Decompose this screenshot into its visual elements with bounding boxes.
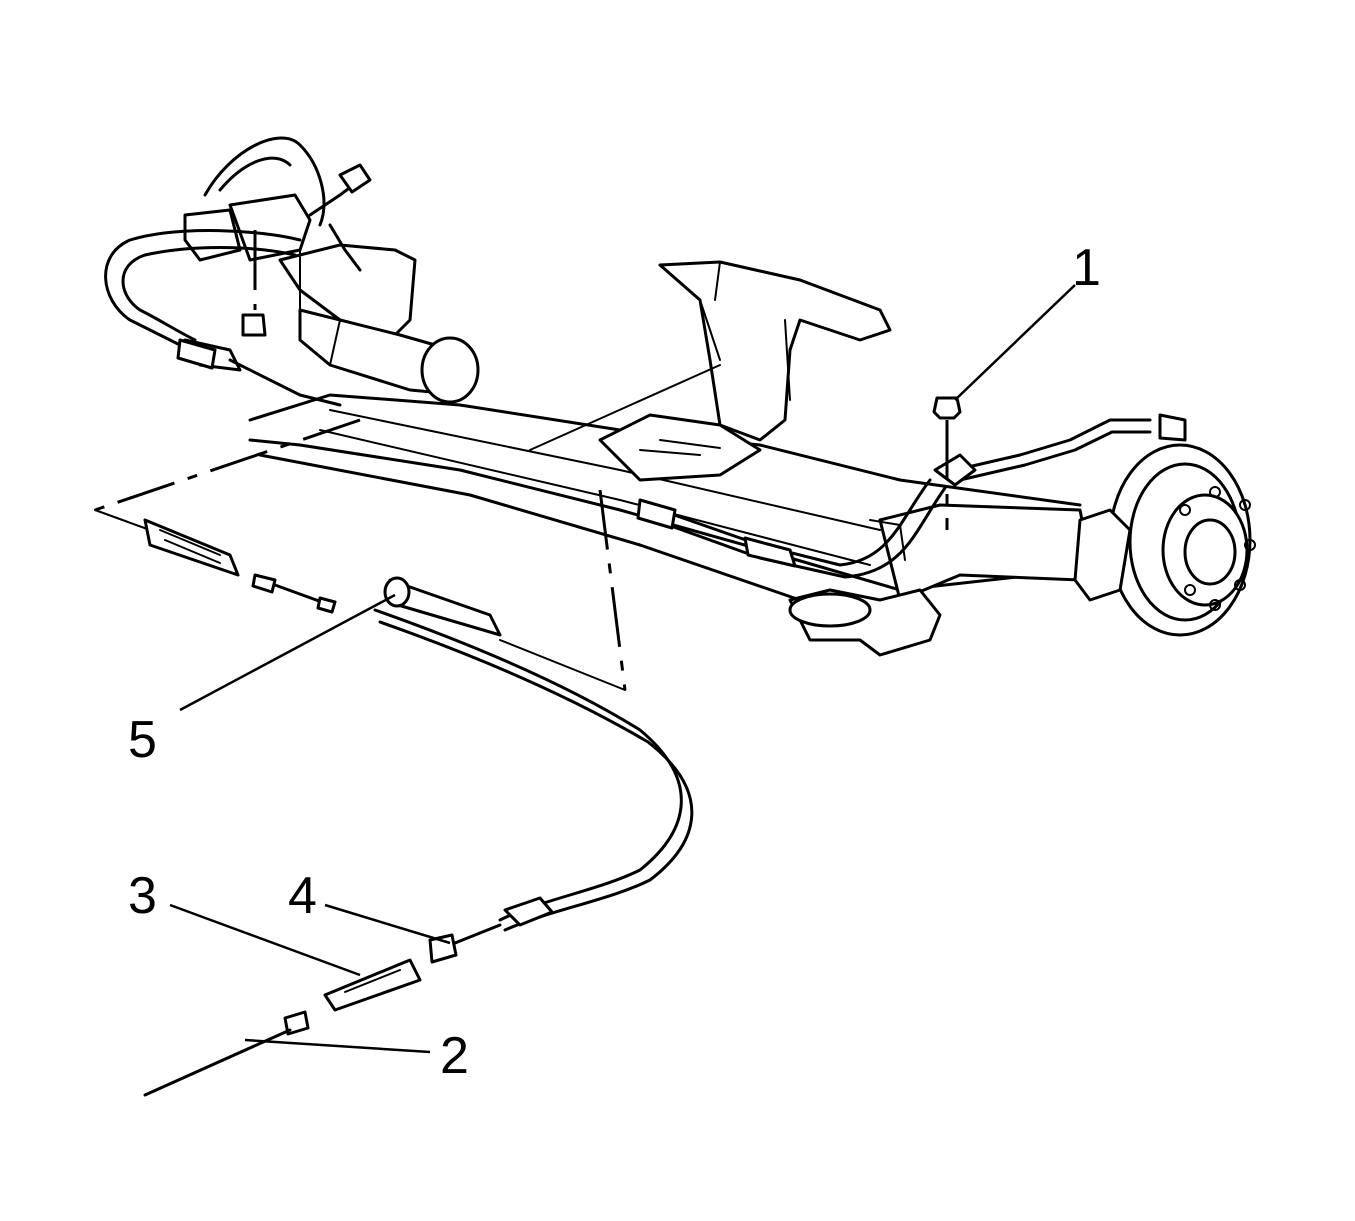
callout-leaders [169,284,1076,1054]
axle-frame-assembly [104,136,1256,657]
callout-1: 1 [1072,239,1101,297]
callout-5: 5 [128,711,157,769]
callout-labels: 1 2 3 4 5 [128,239,1101,1085]
rear-brake-cable [176,338,947,579]
front-cable-end [143,1028,292,1097]
leader-3 [169,903,361,977]
leader-5 [179,593,396,712]
callout-4: 4 [288,867,317,925]
leader-4 [324,903,451,945]
retaining-bolt [932,396,962,420]
leader-2 [244,1038,431,1054]
exploded-cable-detail [143,518,694,1097]
leader-1 [954,284,1076,401]
callout-3: 3 [128,867,157,925]
callout-2: 2 [440,1027,469,1085]
cable-adjuster [503,896,554,927]
projection-lines [94,418,627,691]
